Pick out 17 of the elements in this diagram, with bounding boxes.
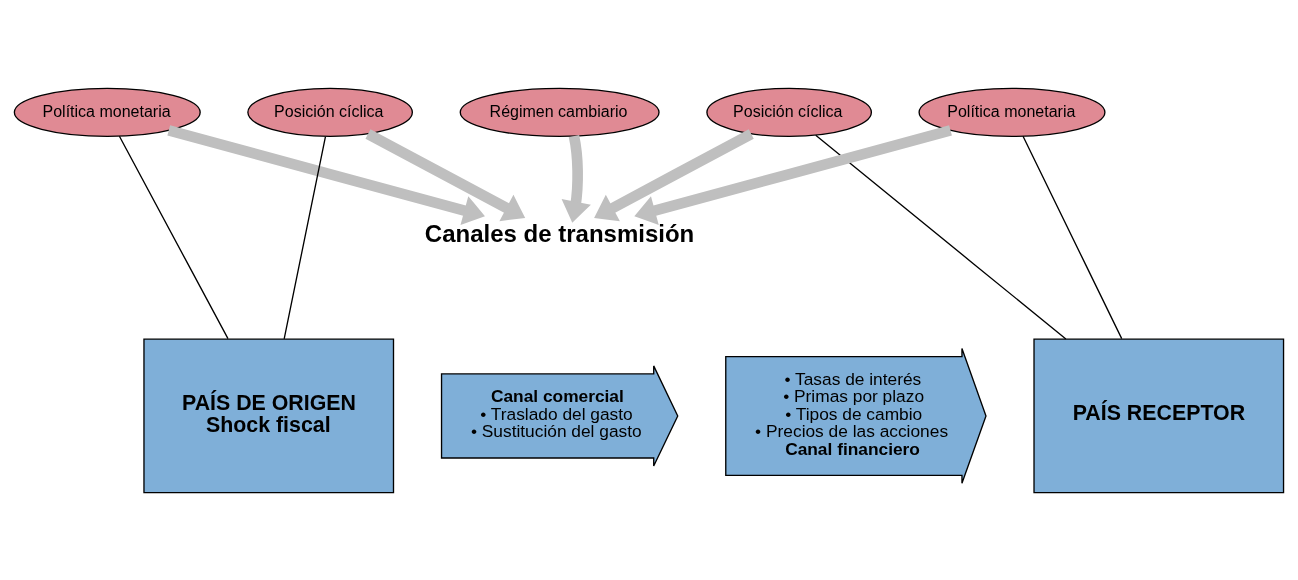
arrow — [365, 128, 526, 221]
arrow — [634, 124, 952, 225]
node-ellipse: Política monetaria — [918, 87, 1106, 137]
connector — [283, 135, 327, 340]
connector — [815, 134, 1067, 340]
node-ellipse: Política monetaria — [13, 87, 201, 137]
connector — [118, 135, 229, 339]
node-ellipse: Régimen cambiario — [459, 87, 660, 137]
node-ellipse: Posición cíclica — [706, 87, 873, 137]
arrow — [167, 124, 485, 225]
connector — [1022, 135, 1123, 339]
arrow — [561, 134, 591, 223]
node-text: Canales de transmisión — [424, 219, 695, 247]
arrow — [594, 128, 754, 221]
node-box: PAÍS RECEPTOR — [1033, 338, 1285, 493]
node-box: PAÍS DE ORIGEN Shock fiscal — [143, 338, 395, 493]
node-ellipse: Posición cíclica — [247, 87, 413, 137]
